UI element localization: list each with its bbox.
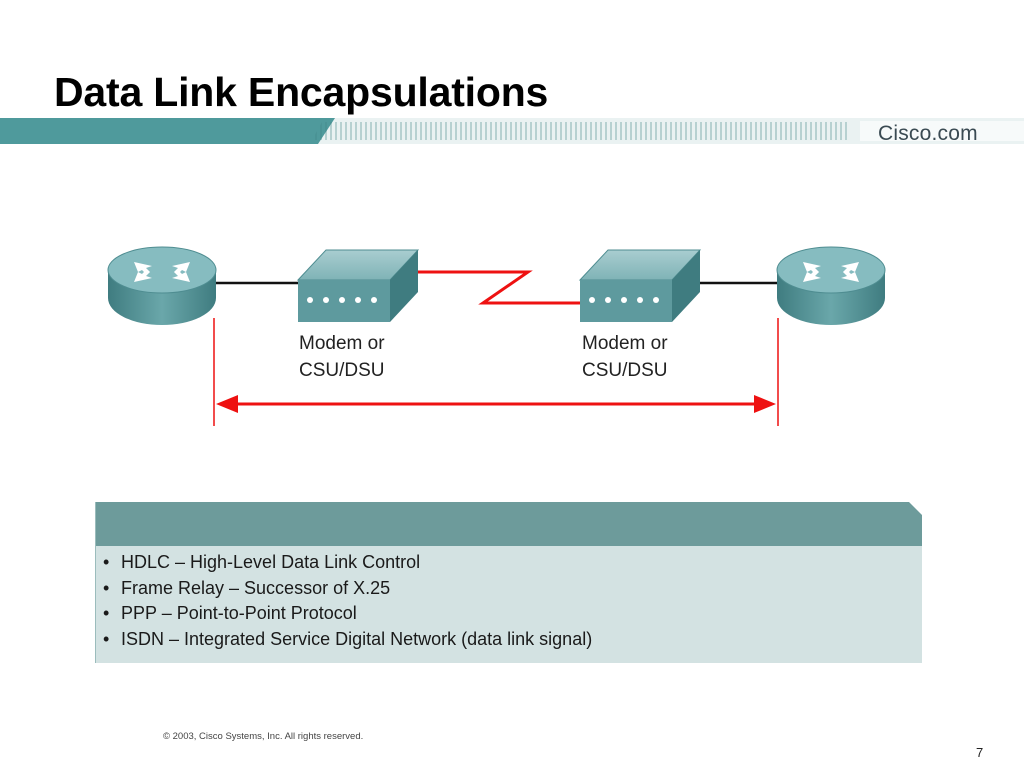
modem-label-right: Modem or CSU/DSU — [582, 330, 712, 384]
info-box-frame — [95, 502, 922, 663]
bullet-dot-icon: • — [103, 552, 110, 572]
cisco-brand-label[interactable]: Cisco.com — [878, 122, 978, 145]
encapsulation-info-box — [95, 502, 922, 663]
list-item: • ISDN – Integrated Service Digital Netwo… — [103, 627, 903, 653]
list-item: • PPP – Point-to-Point Protocol — [103, 601, 903, 627]
encapsulation-list: • HDLC – High-Level Data Link Control • Fr… — [103, 550, 903, 652]
modem-lights-icon — [589, 297, 659, 303]
router-arrows-icon — [803, 262, 859, 282]
list-item-text: HDLC – High-Level Data Link Control — [121, 552, 421, 572]
page-number: 7 — [976, 745, 984, 760]
bullet-dot-icon: • — [103, 628, 110, 649]
router-icon-right[interactable] — [776, 246, 886, 325]
network-diagram — [107, 246, 886, 426]
list-item: • HDLC – High-Level Data Link Control — [103, 550, 903, 576]
modem-label-right-line1: Modem or — [582, 333, 668, 354]
slide-title: Data Link Encapsulations — [54, 69, 549, 115]
header-band-graphic — [0, 118, 1024, 144]
list-item: • Frame Relay – Successor of X.25 — [103, 576, 903, 602]
list-item-text: Frame Relay – Successor of X.25 — [121, 577, 391, 598]
router-icon-left[interactable] — [107, 246, 217, 325]
modem-icon-right[interactable] — [578, 249, 702, 322]
serial-link-zigzag — [415, 270, 584, 305]
modem-icon-left[interactable] — [296, 249, 420, 322]
modem-label-right-line2: CSU/DSU — [582, 360, 668, 381]
modem-label-left-line2: CSU/DSU — [299, 360, 385, 381]
modem-lights-icon — [307, 297, 377, 303]
copyright-notice: © 2003, Cisco Systems, Inc. All rights r… — [163, 731, 364, 742]
header-band — [0, 118, 1024, 144]
modem-label-left: Modem or CSU/DSU — [299, 330, 429, 384]
router-arrows-icon — [134, 262, 190, 282]
bullet-dot-icon: • — [103, 603, 110, 623]
list-item-text: ISDN – Integrated Service Digital Networ… — [121, 628, 593, 649]
span-double-arrow — [216, 395, 776, 413]
list-item-text: PPP – Point-to-Point Protocol — [121, 603, 357, 623]
bullet-dot-icon: • — [103, 577, 110, 598]
modem-label-left-line1: Modem or — [299, 333, 385, 354]
